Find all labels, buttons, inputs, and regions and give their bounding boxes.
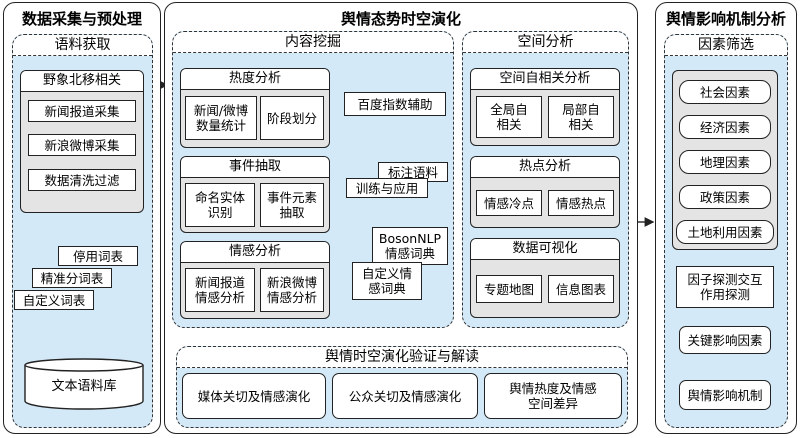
sentiment-hotspot: 情感热点 bbox=[548, 190, 614, 216]
factor-economic: 经济因素 bbox=[679, 115, 771, 139]
event-element-extraction: 事件元素抽取 bbox=[260, 183, 324, 227]
corpus-acquisition-header: 语料获取 bbox=[13, 35, 152, 56]
step-weibo-collect: 新浪微博采集 bbox=[28, 134, 136, 156]
source-header: 野象北移相关 bbox=[21, 71, 143, 92]
event-extraction-header: 事件抽取 bbox=[181, 157, 329, 178]
thematic-map: 专题地图 bbox=[476, 275, 542, 303]
stopword-list: 停用词表 bbox=[58, 246, 138, 266]
col3-title: 舆情影响机制分析 bbox=[665, 10, 786, 28]
visualization-header: 数据可视化 bbox=[471, 239, 619, 260]
news-sentiment-analysis: 新闻报道情感分析 bbox=[185, 268, 255, 312]
hotspot-header: 热点分析 bbox=[471, 157, 619, 178]
corpus-database-label: 文本语料库 bbox=[51, 379, 117, 394]
bosonnlp-dict-note: BosonNLP情感词典 bbox=[372, 227, 448, 265]
training-application-note: 训练与应用 bbox=[346, 178, 428, 198]
corpus-database-icon bbox=[24, 358, 144, 410]
step-news-collect: 新闻报道采集 bbox=[28, 100, 136, 122]
validation-header: 舆情时空演化验证与解读 bbox=[177, 347, 627, 368]
heat-analysis-header: 热度分析 bbox=[181, 69, 329, 90]
global-autocorr: 全局自相关 bbox=[476, 96, 542, 138]
custom-sentiment-dict-note: 自定义情感词典 bbox=[352, 262, 422, 300]
col2-title: 舆情态势时空演化 bbox=[340, 10, 461, 28]
local-autocorr: 局部自相关 bbox=[548, 96, 614, 138]
infographic: 信息图表 bbox=[548, 275, 614, 303]
annotated-corpus-note: 标注语料 bbox=[378, 162, 448, 182]
key-factors: 关键影响因素 bbox=[679, 326, 771, 354]
factor-social: 社会因素 bbox=[679, 80, 771, 104]
custom-word-list: 自定义词表 bbox=[14, 290, 94, 310]
factor-geographic: 地理因素 bbox=[679, 150, 771, 174]
spatial-autocorr-header: 空间自相关分析 bbox=[471, 69, 619, 90]
factor-interaction-detector: 因子探测交互作用探测 bbox=[676, 266, 774, 308]
public-concern-evolution: 公众关切及情感演化 bbox=[332, 373, 478, 419]
spatial-analysis-header: 空间分析 bbox=[463, 32, 628, 53]
heat-spatial-difference: 舆情热度及情感空间差异 bbox=[484, 373, 622, 419]
baidu-index-note: 百度指数辅助 bbox=[344, 92, 446, 116]
step-data-cleaning: 数据清洗过滤 bbox=[28, 169, 136, 191]
stage-division: 阶段划分 bbox=[260, 96, 324, 140]
content-mining-header: 内容挖掘 bbox=[173, 32, 453, 53]
factor-screening-header: 因素筛选 bbox=[665, 35, 787, 56]
weibo-sentiment-analysis: 新浪微博情感分析 bbox=[260, 268, 324, 312]
named-entity-recognition: 命名实体识别 bbox=[185, 183, 255, 227]
sentiment-coldspot: 情感冷点 bbox=[476, 190, 542, 216]
sentiment-analysis-header: 情感分析 bbox=[181, 242, 329, 263]
factor-policy: 政策因素 bbox=[679, 185, 771, 209]
news-weibo-count: 新闻/微博数量统计 bbox=[185, 96, 257, 140]
influence-mechanism: 舆情影响机制 bbox=[679, 380, 771, 410]
col1-title: 数据采集与预处理 bbox=[21, 10, 142, 28]
media-concern-evolution: 媒体关切及情感演化 bbox=[182, 373, 326, 419]
precise-seg-list: 精准分词表 bbox=[32, 268, 112, 288]
factor-landuse: 土地利用因素 bbox=[676, 220, 774, 244]
